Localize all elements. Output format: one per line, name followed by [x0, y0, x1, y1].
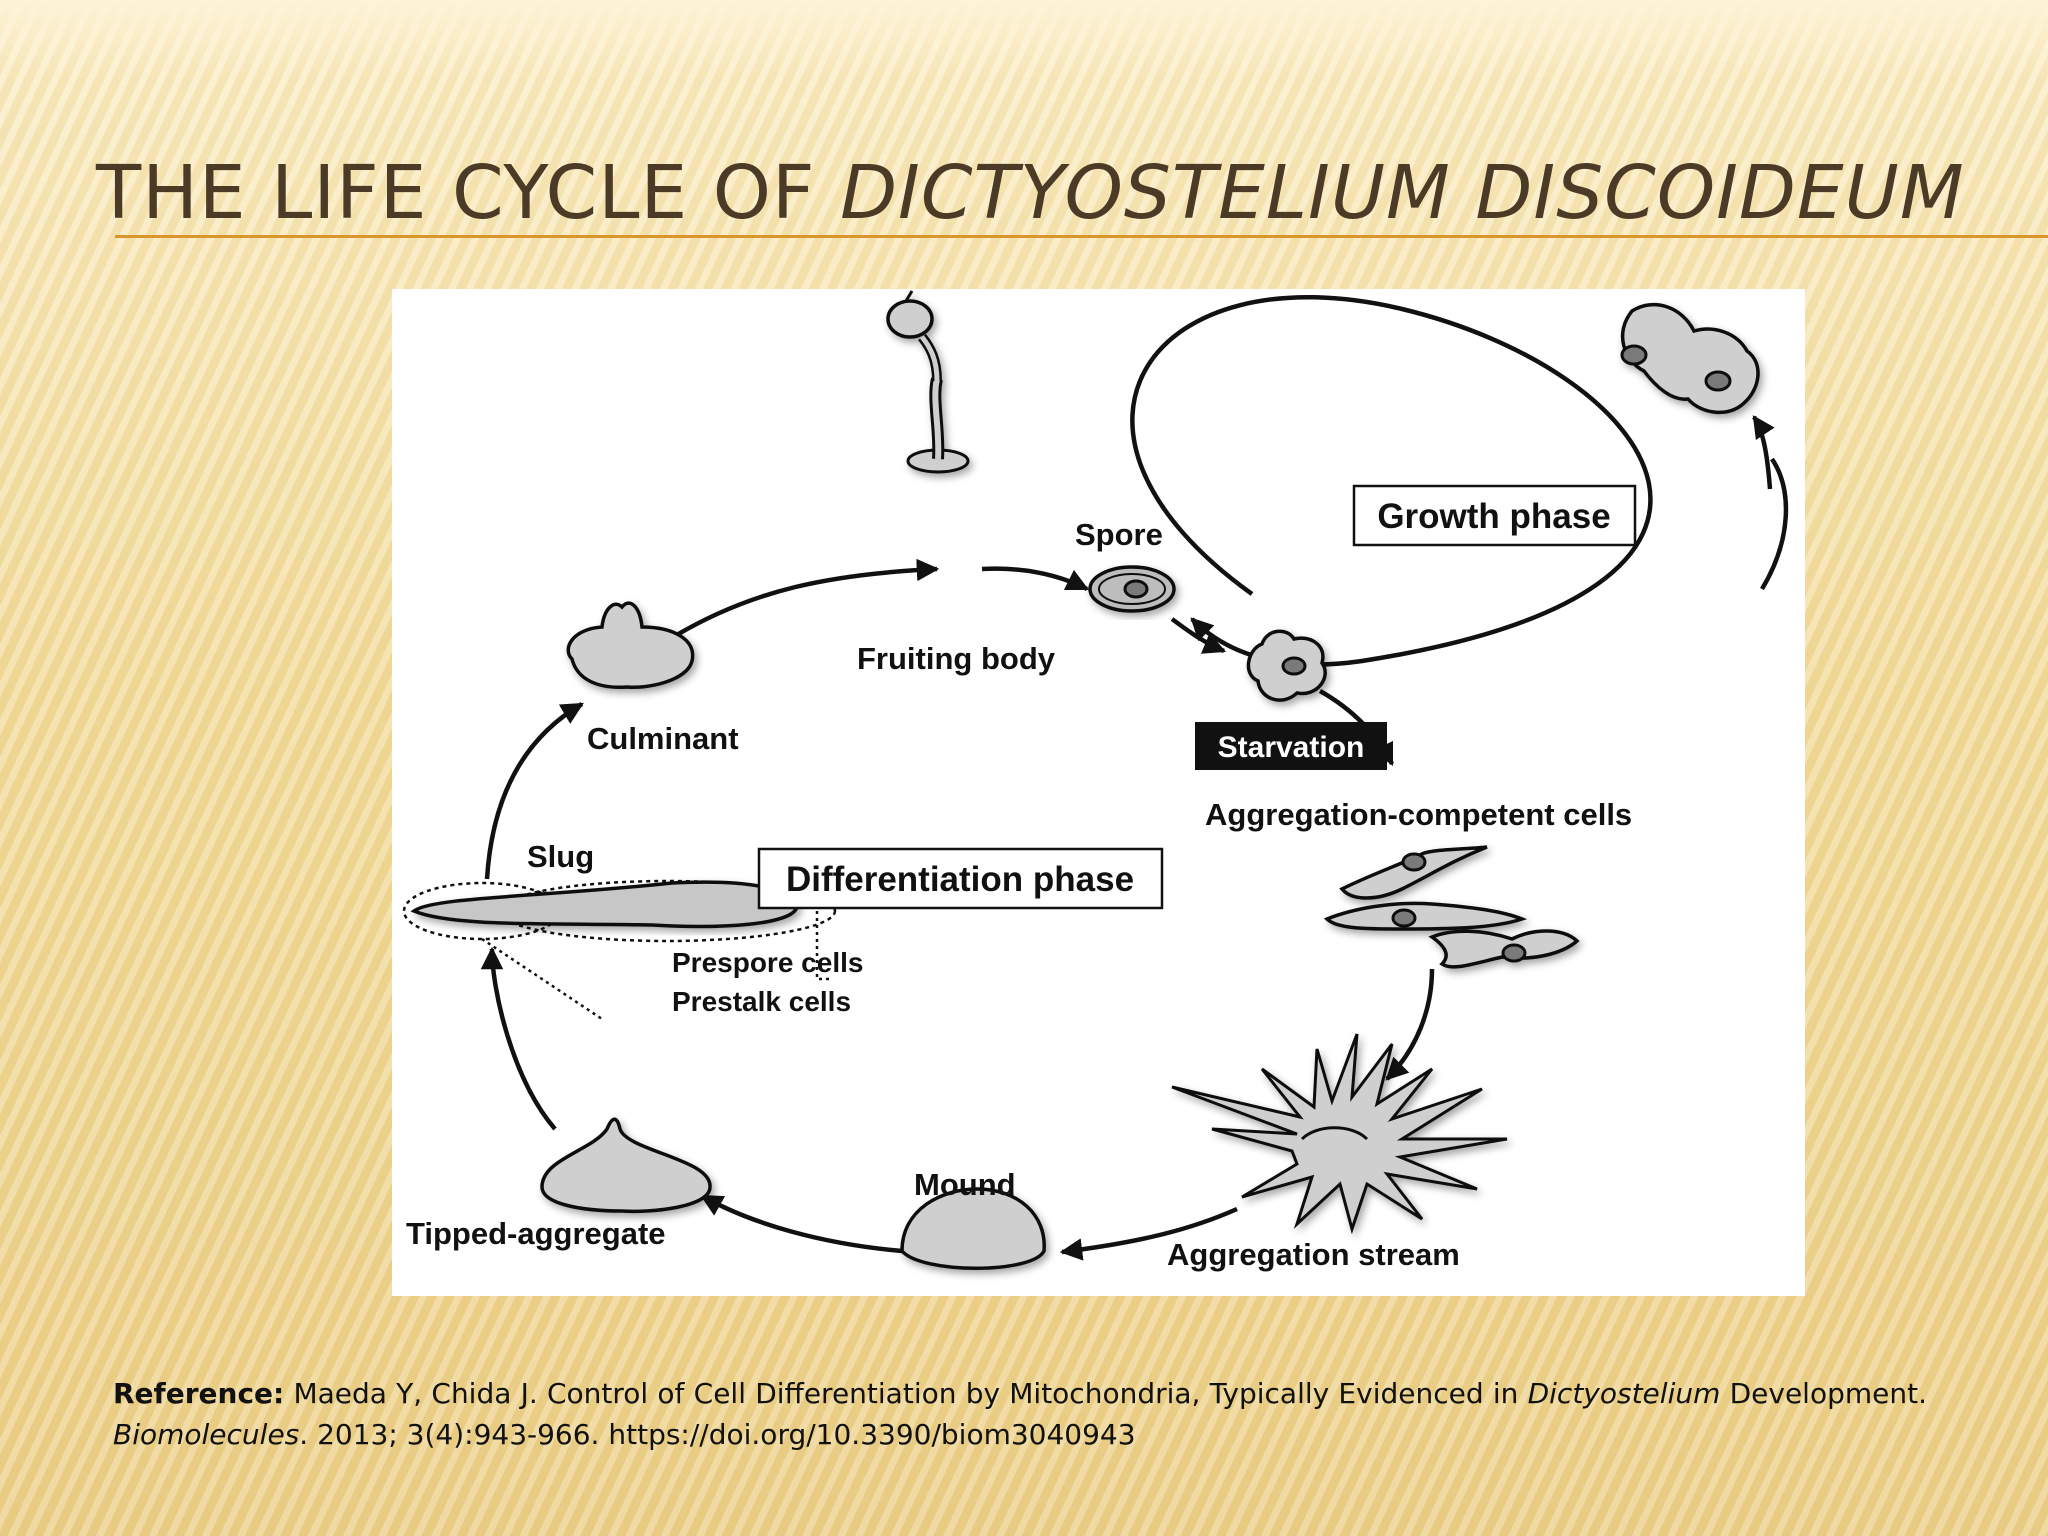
culminant-label: Culminant: [587, 721, 739, 756]
spore-label: Spore: [1075, 517, 1163, 552]
title-underline: [115, 235, 2048, 238]
aggregation-competent-label: Aggregation-competent cells: [1205, 797, 1632, 832]
reference-citation: . 2013; 3(4):943-966. https://doi.org/10…: [299, 1418, 1136, 1451]
differentiation-phase-box: Differentiation phase: [757, 847, 1164, 910]
dividing-amoebae-icon: [1620, 302, 1760, 415]
aggregation-stream-label: Aggregation stream: [1167, 1237, 1460, 1272]
fruiting-body-icon: [886, 290, 970, 474]
fruiting-body-label: Fruiting body: [857, 641, 1056, 676]
slide-title: THE LIFE CYCLE OF DICTYOSTELIUM DISCOIDE…: [96, 150, 1965, 236]
reference-label: Reference:: [113, 1377, 285, 1410]
tipped-aggregate-label: Tipped-aggregate: [406, 1216, 666, 1251]
starvation-box: Starvation: [1195, 722, 1387, 770]
arrow-slug-to-culminant: [484, 702, 584, 880]
title-italic: DICTYOSTELIUM DISCOIDEUM: [840, 150, 1965, 236]
mound-icon: [900, 1187, 1046, 1270]
arrow-fruiting-to-spore: [981, 566, 1090, 592]
arrow-stream-to-mound: [1059, 1206, 1238, 1261]
amoeba-icon: [1246, 629, 1327, 702]
reference-authors-title: Maeda Y, Chida J. Control of Cell Differ…: [284, 1377, 1528, 1410]
tipped-aggregate-icon: [540, 1117, 712, 1214]
arrow-spore-to-amoeba: [1170, 617, 1227, 654]
growth-loop-arc: [1130, 294, 1653, 667]
prespore-cells-label: Prespore cells: [672, 947, 863, 978]
aggregation-competent-cells-icon: [1323, 845, 1580, 969]
growth-loop-upper-arrow: [1752, 415, 1775, 490]
reference-organism: Dictyostelium: [1527, 1377, 1721, 1410]
mound-label: Mound: [914, 1167, 1016, 1202]
life-cycle-diagram: Growth phase: [392, 289, 1805, 1296]
reference-journal: Biomolecules: [113, 1418, 300, 1451]
growth-phase-box: Growth phase: [1352, 484, 1637, 547]
culminant-icon: [566, 601, 695, 690]
reference-text: Reference: Maeda Y, Chida J. Control of …: [113, 1373, 1927, 1455]
arrow-competent-to-stream: [1385, 968, 1435, 1081]
title-plain: THE LIFE CYCLE OF: [96, 150, 841, 236]
top-band: [0, 0, 2048, 80]
growth-loop-arrow-up: [1760, 457, 1789, 591]
prestalk-cells-label: Prestalk cells: [672, 986, 851, 1017]
spore-icon: [1088, 565, 1176, 613]
starvation-label: Starvation: [1218, 731, 1365, 764]
differentiation-phase-label: Differentiation phase: [786, 860, 1134, 899]
slug-label: Slug: [527, 839, 594, 874]
reference-development: Development.: [1720, 1377, 1927, 1410]
aggregation-stream-icon: [1171, 1033, 1508, 1235]
arrow-tipped-to-slug: [480, 946, 557, 1131]
growth-phase-label: Growth phase: [1377, 497, 1610, 536]
arrow-mound-to-tipped: [700, 1194, 903, 1254]
arrow-culminant-to-fruiting: [668, 558, 940, 641]
